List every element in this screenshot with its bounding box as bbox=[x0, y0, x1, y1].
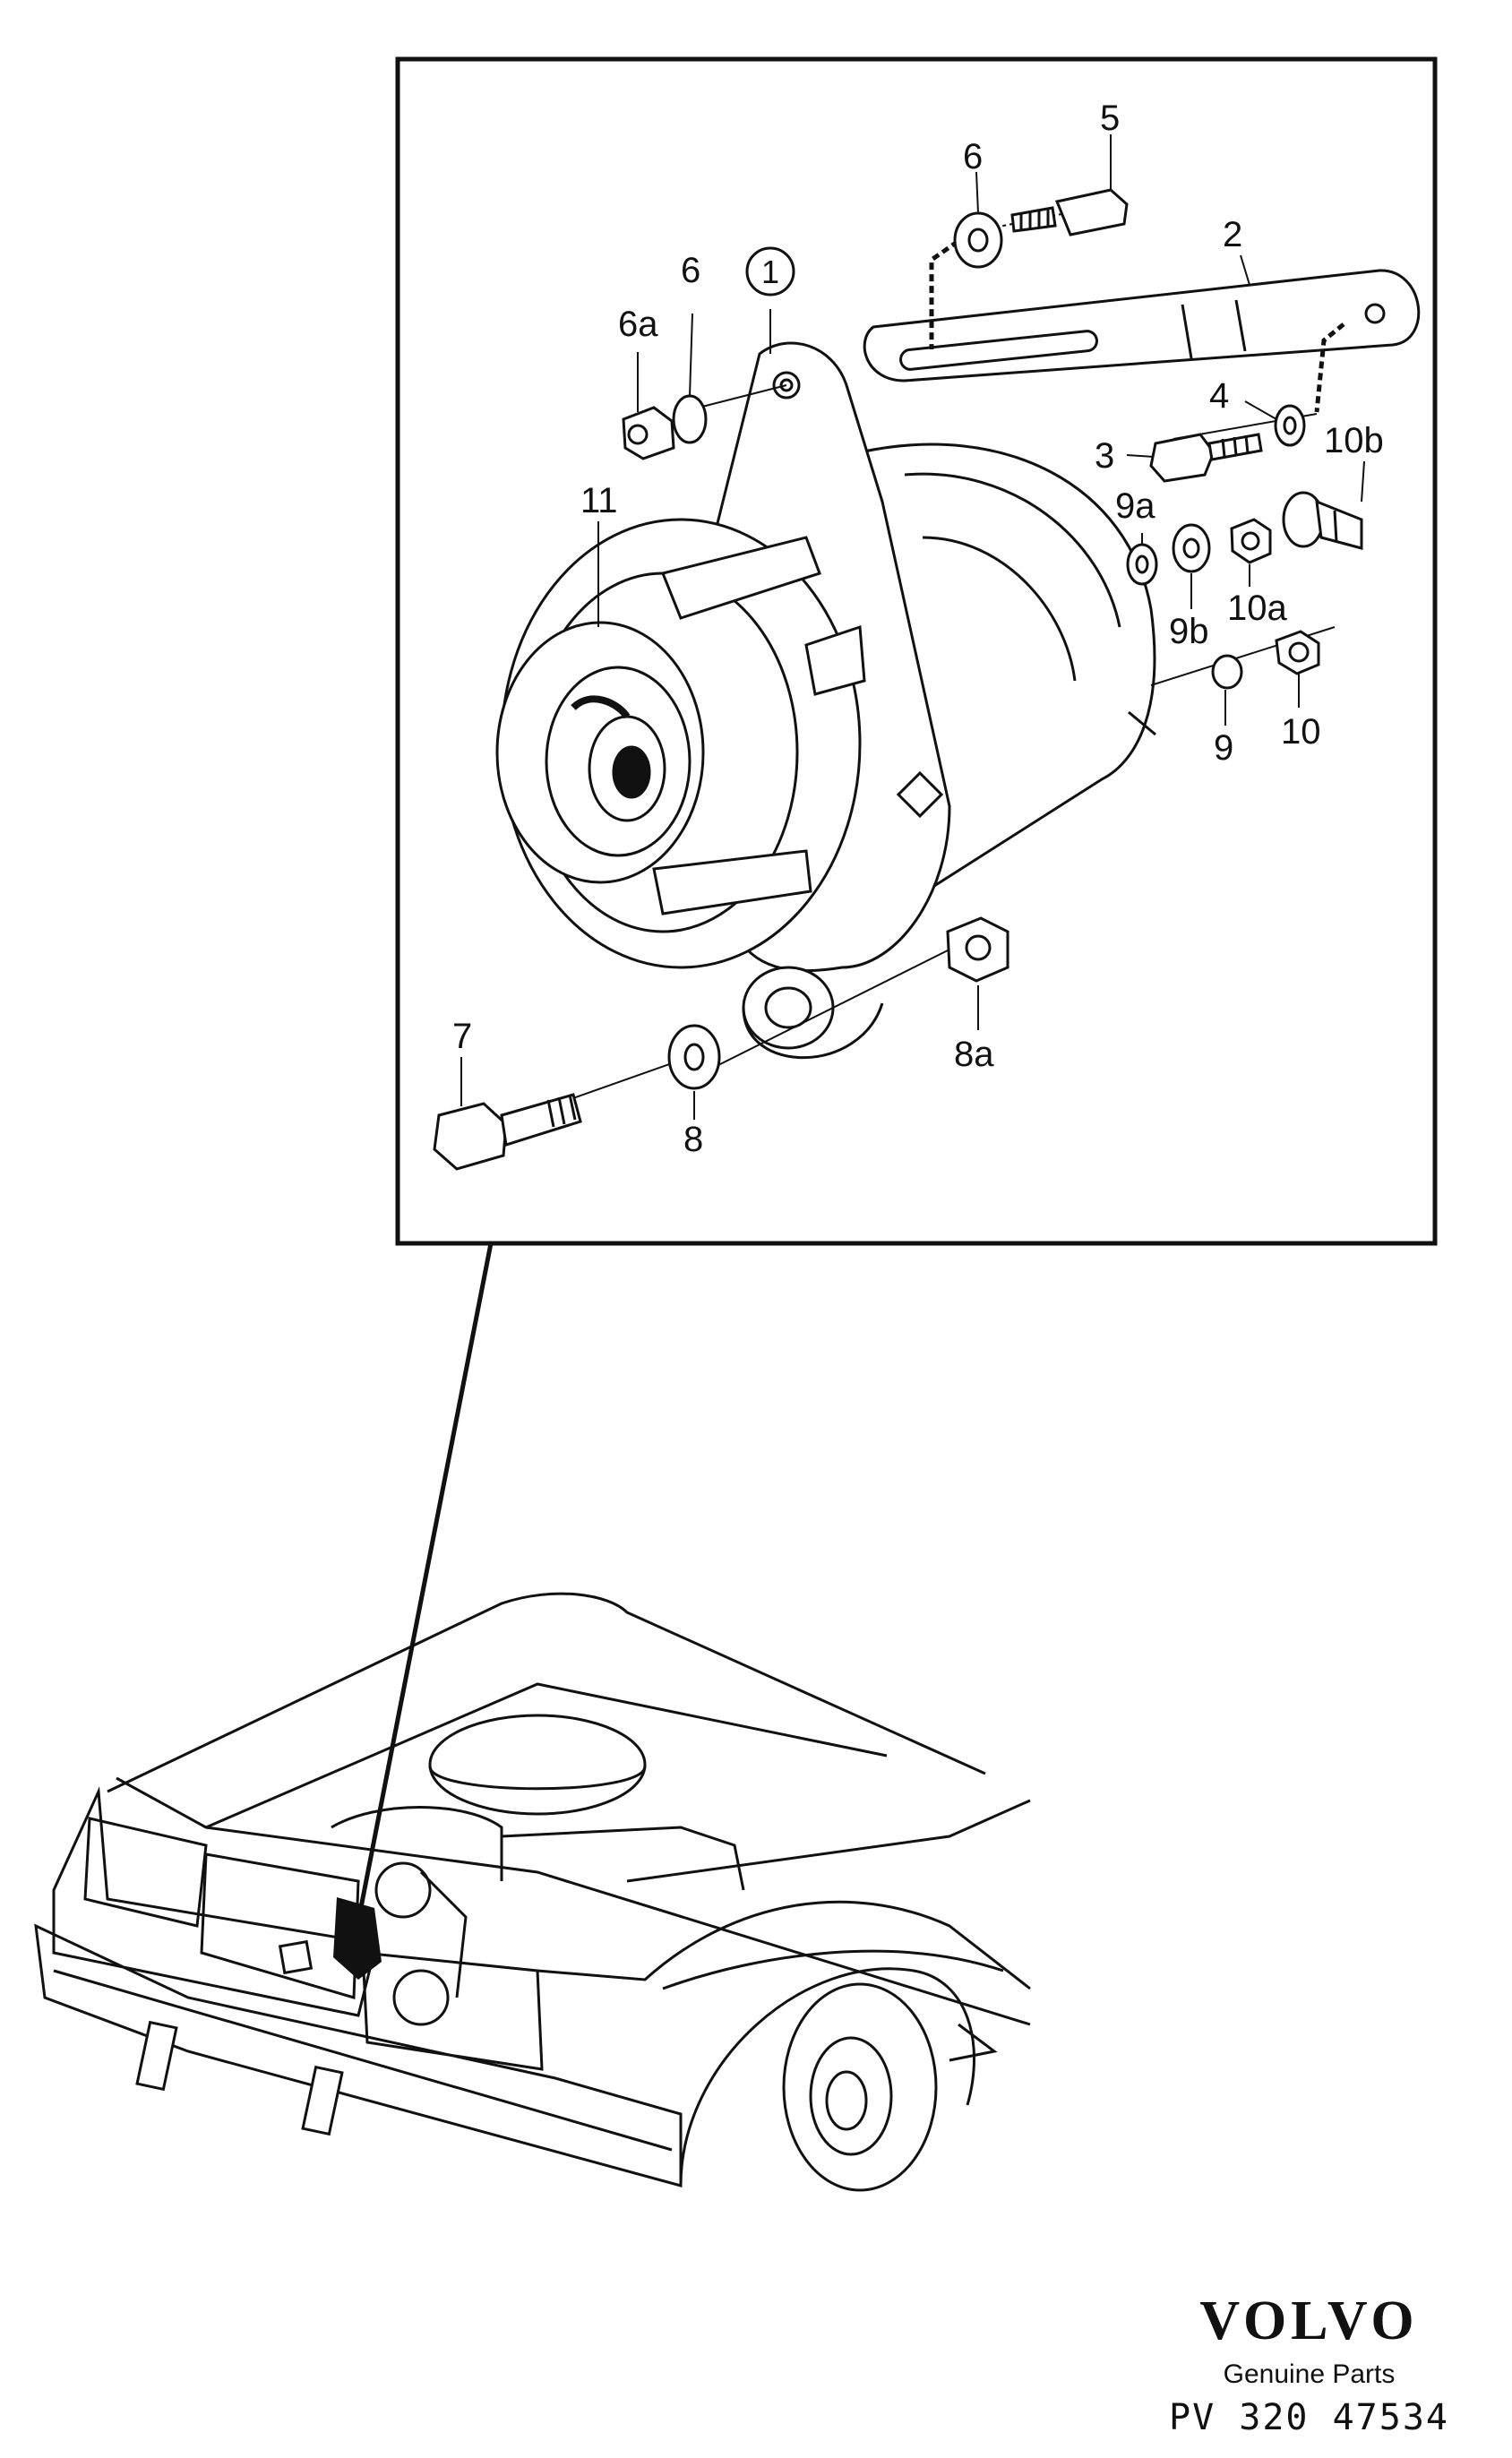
label-item-6-left: 6 bbox=[681, 251, 700, 290]
washer-9 bbox=[1211, 654, 1243, 690]
alternator bbox=[495, 341, 1156, 1060]
car-front-illustration bbox=[34, 1592, 1031, 2192]
washer-9b bbox=[1172, 523, 1211, 573]
diagram-code: PV 320 47534 bbox=[1169, 2397, 1449, 2438]
washer-6-left bbox=[672, 394, 708, 444]
bolt-3 bbox=[1149, 433, 1263, 483]
bolt-5 bbox=[1010, 188, 1129, 236]
callout-labels: 1 2 3 4 5 6 6 6a 7 8 8a 9 9a 9b 10 10a 1… bbox=[452, 99, 1384, 1159]
label-item-9b: 9b bbox=[1169, 612, 1209, 651]
label-item-10: 10 bbox=[1281, 712, 1321, 752]
label-item-9a: 9a bbox=[1115, 486, 1155, 526]
brand-block: VOLVO Genuine Parts PV 320 47534 bbox=[1169, 2293, 1449, 2438]
nut-6a bbox=[622, 406, 675, 460]
brand-logo: VOLVO bbox=[1199, 2290, 1419, 2351]
label-item-10a: 10a bbox=[1227, 589, 1287, 628]
label-item-10b: 10b bbox=[1324, 421, 1384, 460]
adjusting-arm bbox=[863, 269, 1421, 382]
leader-lines bbox=[460, 134, 1365, 1120]
label-item-8: 8 bbox=[683, 1120, 703, 1159]
label-item-9: 9 bbox=[1214, 728, 1233, 768]
bolt-7 bbox=[433, 1093, 582, 1171]
label-item-5: 5 bbox=[1100, 99, 1120, 138]
nut-10a bbox=[1230, 518, 1272, 564]
brand-subtitle: Genuine Parts bbox=[1223, 2359, 1396, 2389]
cable-terminal-10b bbox=[1282, 491, 1363, 550]
washer-9a bbox=[1126, 543, 1158, 586]
washer-6-top bbox=[953, 211, 1003, 269]
label-item-8a: 8a bbox=[954, 1035, 994, 1074]
label-item-6a: 6a bbox=[618, 305, 658, 344]
label-item-7: 7 bbox=[452, 1017, 472, 1056]
item-1-circle bbox=[745, 246, 795, 297]
label-item-4: 4 bbox=[1209, 376, 1229, 416]
label-item-1: 1 bbox=[761, 254, 779, 290]
label-item-6-top: 6 bbox=[963, 137, 983, 176]
label-item-11: 11 bbox=[580, 481, 618, 520]
detail-frame bbox=[395, 56, 1438, 1246]
label-item-3: 3 bbox=[1095, 436, 1114, 476]
washer-4 bbox=[1274, 404, 1306, 447]
nut-8a bbox=[946, 916, 1009, 983]
nut-10 bbox=[1275, 630, 1320, 675]
washer-8 bbox=[667, 1024, 721, 1090]
label-item-2: 2 bbox=[1223, 215, 1242, 254]
